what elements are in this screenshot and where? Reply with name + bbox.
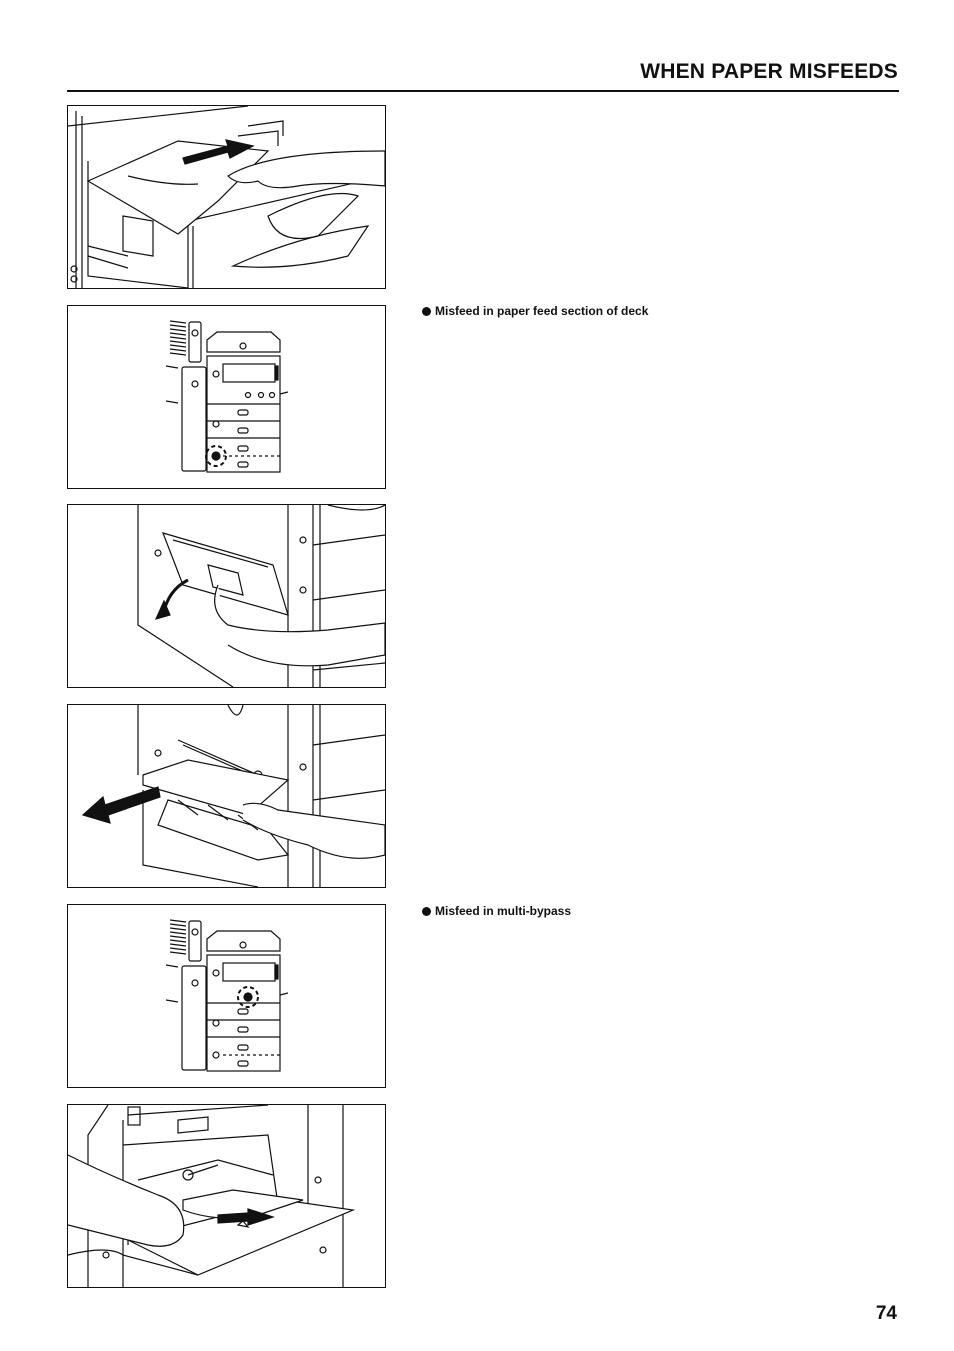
header-rule: [67, 90, 899, 92]
section-heading-bypass-label: Misfeed in multi-bypass: [435, 904, 572, 918]
bullet-icon: [422, 906, 431, 916]
illustration-machine-diagram-bypass: [67, 904, 386, 1088]
illustration-open-deck-cover: [67, 504, 386, 688]
section-heading-deck: Misfeed in paper feed section of deck: [422, 304, 648, 318]
illustration-remove-paper-bypass: [67, 1104, 386, 1288]
illustration-machine-diagram-deck: [67, 305, 386, 489]
page-title: WHEN PAPER MISFEEDS: [640, 60, 898, 83]
section-heading-bypass: Misfeed in multi-bypass: [422, 904, 571, 918]
illustration-remove-paper-top: [67, 105, 386, 289]
bullet-icon: [422, 306, 431, 316]
section-heading-deck-label: Misfeed in paper feed section of deck: [435, 304, 649, 318]
illustration-remove-paper-deck: [67, 704, 386, 888]
page-number: 74: [875, 1303, 897, 1324]
